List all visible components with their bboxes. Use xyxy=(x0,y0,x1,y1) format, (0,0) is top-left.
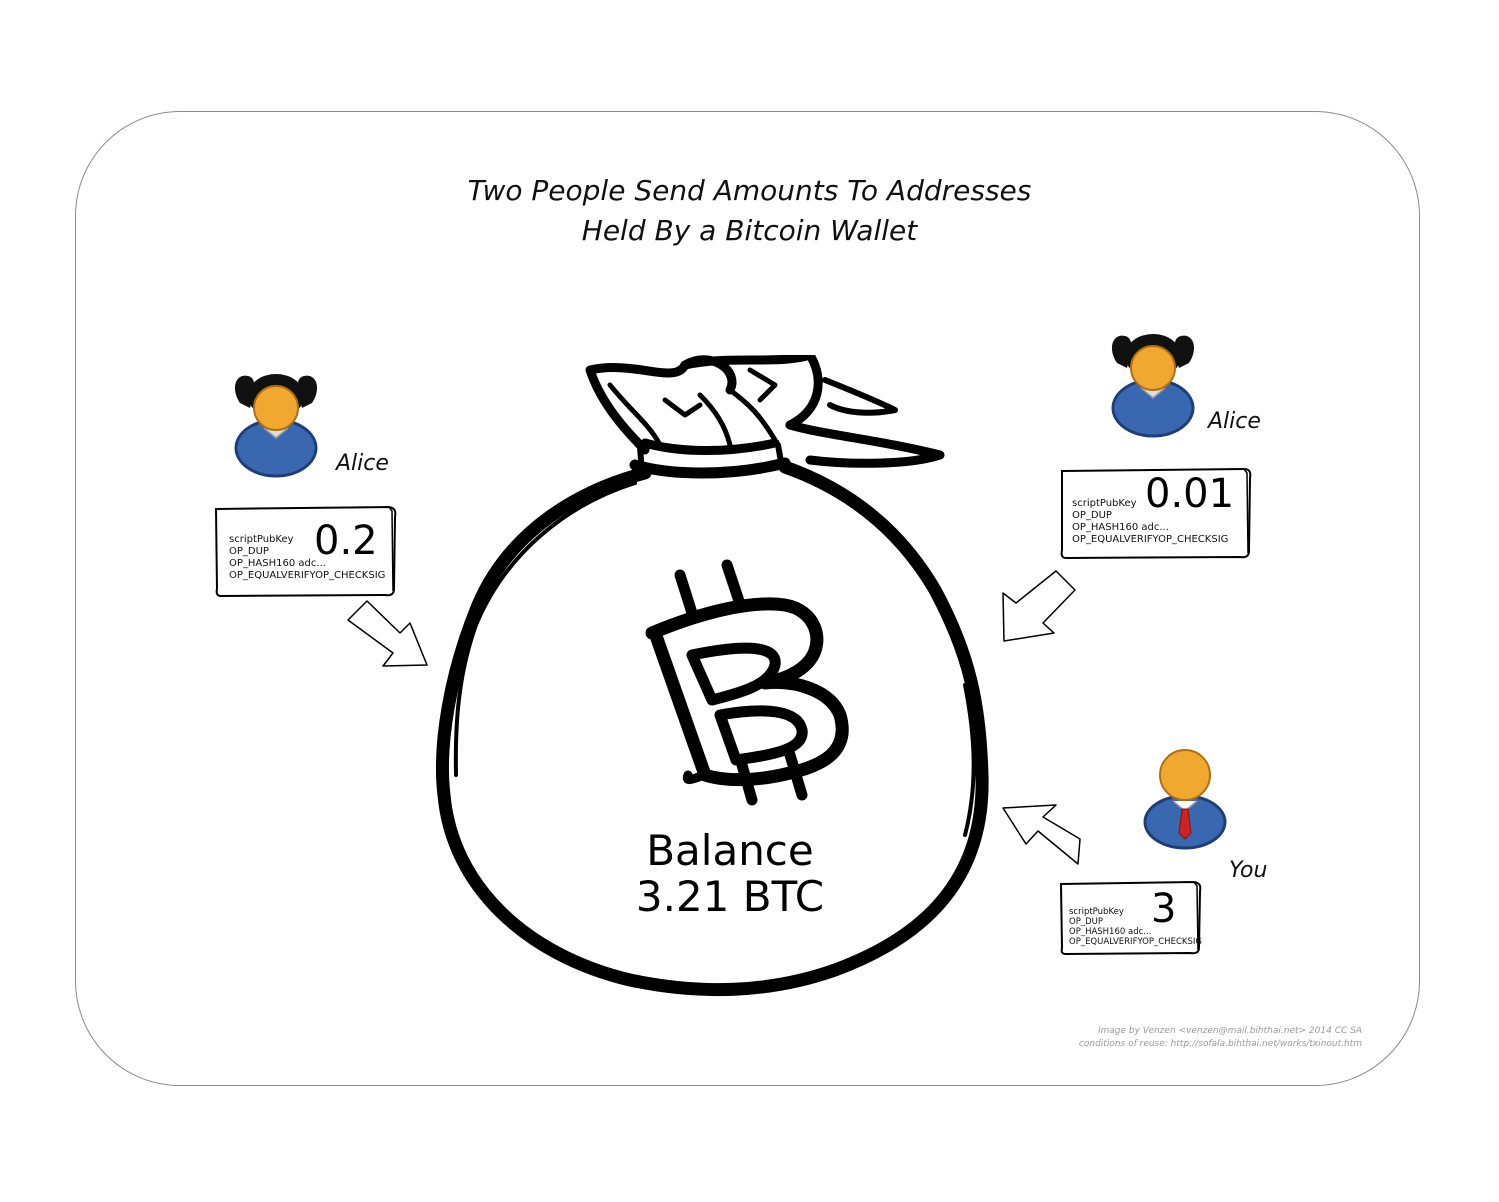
balance-value: 3.21 BTC xyxy=(635,872,825,921)
script-card-alice-left: scriptPubKey OP_DUP OP_HASH160 adc... OP… xyxy=(213,505,398,598)
script-line: OP_HASH160 adc... xyxy=(1069,927,1152,937)
credit-line: image by Venzen <venzen@mail.bihthai.net… xyxy=(1098,1026,1362,1036)
script-line: scriptPubKey xyxy=(229,534,294,545)
script-line: OP_DUP xyxy=(1072,510,1112,521)
script-line: OP_DUP xyxy=(1069,917,1103,927)
arrow-left-down-icon xyxy=(1002,570,1076,642)
amount-value: 0.01 xyxy=(1145,471,1235,517)
diagram-title-line-2: Held By a Bitcoin Wallet xyxy=(581,214,918,247)
credit-line: conditions of reuse: http://sofala.bihth… xyxy=(1078,1039,1362,1049)
sender-name-alice-right: Alice xyxy=(1208,409,1261,434)
sender-name-you: You xyxy=(1229,858,1268,883)
male-user-icon xyxy=(1143,749,1227,850)
script-card-border xyxy=(1059,880,1202,956)
arrow-right-down-icon xyxy=(347,600,428,667)
balance-label: Balance xyxy=(646,826,814,875)
script-line: OP_EQUALVERIFYOP_CHECKSIG xyxy=(1072,534,1229,545)
script-line: OP_DUP xyxy=(229,546,269,557)
script-line: OP_HASH160 adc... xyxy=(229,558,326,569)
female-user-icon xyxy=(1111,334,1195,438)
sender-name-alice-left: Alice xyxy=(336,451,389,476)
script-line: OP_EQUALVERIFYOP_CHECKSIG xyxy=(229,570,386,581)
amount-value: 3 xyxy=(1151,886,1177,932)
script-line: scriptPubKey xyxy=(1072,498,1137,509)
script-line: OP_EQUALVERIFYOP_CHECKSIG xyxy=(1069,937,1202,947)
image-credit: image by Venzen <venzen@mail.bihthai.net… xyxy=(1079,1025,1362,1051)
bitcoin-bag-icon xyxy=(436,355,989,997)
script-card-border xyxy=(214,505,397,598)
script-card-border xyxy=(1060,467,1252,560)
arrow-left-up-icon xyxy=(1002,804,1081,865)
amount-value: 0.2 xyxy=(314,518,378,564)
script-card-alice-right: scriptPubKey OP_DUP OP_HASH160 adc... OP… xyxy=(1058,466,1253,560)
script-card-you: scriptPubKey OP_DUP OP_HASH160 adc... OP… xyxy=(1058,880,1203,956)
female-user-icon xyxy=(234,374,318,478)
diagram-title-line-1: Two People Send Amounts To Addresses xyxy=(467,174,1032,207)
script-line: scriptPubKey xyxy=(1069,907,1124,917)
script-line: OP_HASH160 adc... xyxy=(1072,522,1169,533)
